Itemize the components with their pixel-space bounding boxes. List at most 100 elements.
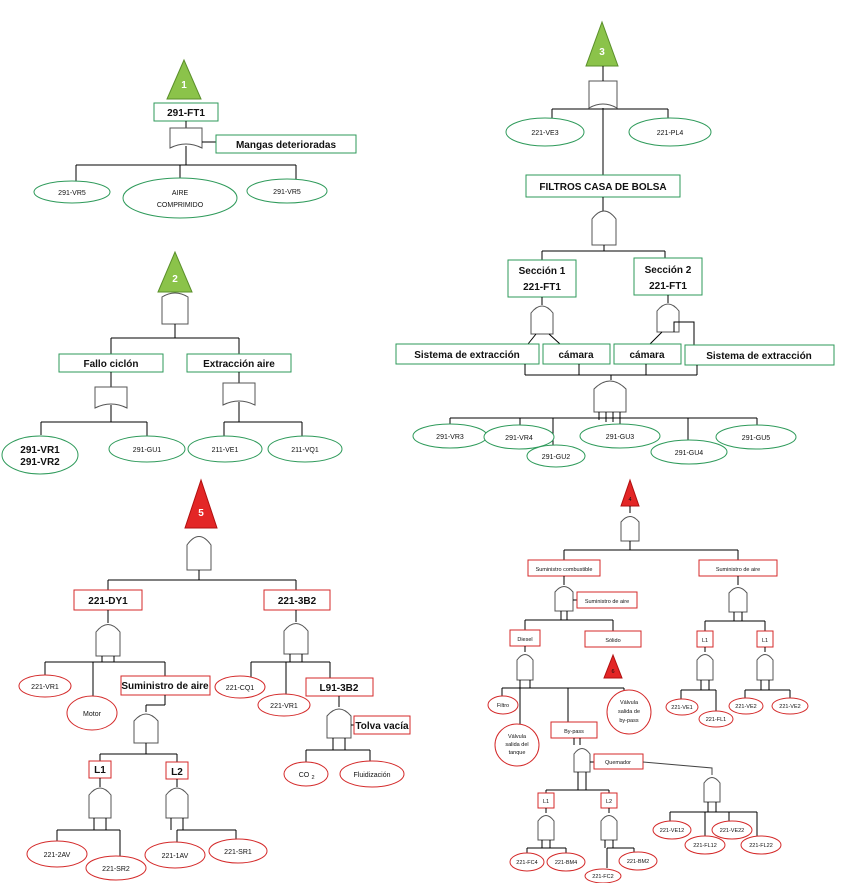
- tree3-section1-label-a: Sección 1: [519, 266, 566, 277]
- tree4-solido-label: Sólido: [605, 638, 620, 644]
- tree2-marker-triangle: [157, 250, 193, 293]
- tree4-comb-label: Suministro combustible: [536, 567, 593, 573]
- tree3-top-leaf-0-label: 221-VE3: [531, 130, 558, 137]
- tree3-bar-0-label: Sistema de extracción: [414, 350, 520, 361]
- tree5-l2-or-gate: [165, 787, 189, 819]
- tree3-top-leaf-0: [505, 117, 585, 147]
- tree5-leaf-motor: [66, 695, 118, 731]
- tree5-suministro-label: Suministro de aire: [121, 681, 209, 692]
- fault-tree-2: 2 Fallo ciclón Extracción aire 291-VR1 2…: [1, 250, 343, 475]
- tree4-l1b-label: L1: [762, 638, 768, 644]
- tree5-leaf-cq1-label: 221-CQ1: [226, 685, 255, 692]
- tree4-leaf-b4: [652, 820, 692, 840]
- tree3-bar-1-label: cámara: [558, 350, 593, 361]
- tree4-leaf-r2-label: 221-VE2: [735, 704, 756, 710]
- tree4-leaf-valv-tanque-label-b: salida del: [505, 742, 528, 748]
- fault-tree-5: 5 221-DY1 221-3B2 221-VR1 Motor Suminist…: [18, 478, 411, 881]
- tree5-right-label: 221-3B2: [278, 596, 317, 607]
- tree1-marker-label: 1: [181, 80, 187, 91]
- tree4-leaf-filtro: [487, 695, 519, 715]
- tree3-bar-3-label: Sistema de extracción: [706, 351, 812, 362]
- tree2-leaf-1-label: 291-GU1: [133, 447, 162, 454]
- tree4-leaf-b0-label: 221-FC4: [516, 860, 537, 866]
- tree4-leaf-b1: [546, 852, 586, 872]
- tree5-tolva-box: [353, 715, 411, 735]
- tree4-aire2-box: [576, 591, 638, 609]
- fault-tree-3: 3 221-VE3 221-PL4 FILTROS CASA DE BOLSA …: [395, 20, 835, 468]
- tree2-leaf-0-label-a: 291-VR1: [20, 445, 60, 456]
- tree3-leaf-2-label: 291-GU2: [542, 454, 571, 461]
- tree5-leaf-vr1-label: 221-VR1: [31, 684, 59, 691]
- tree3-bar-3: [684, 344, 835, 366]
- tree5-leaf-co2-subscript: 2: [311, 775, 314, 781]
- tree3-leaf-2: [526, 444, 586, 468]
- tree3-section2-and-gate: [656, 303, 680, 333]
- tree4-leaf-valv-tanque-label-c: tanque: [509, 750, 526, 756]
- tree4-leaf-r1-label: 221-FL1: [706, 717, 727, 723]
- tree4-bypass-label: By-pass: [564, 729, 584, 735]
- tree2-leaf-3: [267, 435, 343, 463]
- tree3-bottom-or-gate: [593, 380, 627, 413]
- tree5-leaf-co2: [283, 761, 329, 787]
- tree4-l2-or-gate: [600, 815, 618, 841]
- tree3-section1-and-gate: [530, 305, 554, 335]
- tree5-leaf-vr1b-label: 221-VR1: [270, 703, 298, 710]
- tree4-leaf-valv-bypass-label-c: by-pass: [619, 718, 639, 724]
- tree5-l1-or-gate: [88, 787, 112, 819]
- tree3-leaf-1-label: 291-VR4: [505, 435, 533, 442]
- tree4-l1c-label: L1: [543, 799, 549, 805]
- tree2-and-gate: [161, 292, 189, 325]
- tree4-quemador-label: Quemador: [605, 760, 631, 766]
- tree5-tolva-label: Tolva vacía: [355, 721, 409, 732]
- tree4-leaf-b2-label: 221-FC2: [592, 874, 613, 880]
- tree5-right-box: [263, 589, 331, 611]
- tree5-leaf-sr1: [208, 838, 268, 864]
- tree5-leaf-sr2-label: 221-SR2: [102, 866, 130, 873]
- tree1-or-gate: [169, 127, 203, 149]
- tree5-leaf-vr1b: [257, 693, 311, 717]
- tree3-section1-box: [507, 259, 577, 298]
- tree1-leaf-0-label: 291-VR5: [58, 190, 86, 197]
- tree3-leaf-5-label: 291-GU5: [742, 435, 771, 442]
- tree4-quemador-box: [593, 753, 644, 770]
- tree4-leaf-valv-bypass-label-b: salida de: [618, 709, 640, 715]
- fault-tree-4: 4 Suministro combustible Suministro de a…: [487, 478, 809, 883]
- tree2-leaf-0: [1, 435, 79, 475]
- tree5-leaf-cq1: [214, 675, 266, 699]
- tree4-l1a-or-gate: [696, 654, 714, 681]
- tree4-leaf-b7: [740, 835, 782, 855]
- tree1-leaf-1: [122, 177, 238, 219]
- tree5-leaf-vr1: [18, 674, 72, 698]
- tree3-leaf-3-label: 291-GU3: [606, 434, 635, 441]
- tree2-leaf-2: [187, 435, 263, 463]
- tree2-marker-label: 2: [172, 274, 178, 285]
- tree5-marker-triangle: [184, 478, 218, 529]
- tree2-leaf-1: [108, 435, 186, 463]
- tree5-l2-label: L2: [171, 767, 183, 778]
- tree2-right-or-gate: [222, 382, 256, 406]
- tree5-leaf-2av: [26, 840, 88, 868]
- tree3-leaf-4-label: 291-GU4: [675, 450, 704, 457]
- tree4-leaf-b5: [684, 835, 726, 855]
- tree4-aire2-label: Suministro de aire: [585, 599, 629, 605]
- tree3-bar-0: [395, 343, 540, 365]
- tree4-leaf-b6-label: 221-VE22: [720, 828, 744, 834]
- tree5-leaf-2av-label: 221-2AV: [44, 852, 71, 859]
- tree4-leaf-b3-label: 221-BM2: [627, 859, 649, 865]
- tree5-leaf-1av: [144, 841, 206, 869]
- tree5-leaf-sr1-label: 221-SR1: [224, 849, 252, 856]
- tree4-leaf-valv-tanque-label-a: Válvula: [508, 734, 527, 740]
- tree4-leaf-r2: [728, 697, 764, 715]
- tree5-leaf-co2-label: CO: [299, 772, 310, 779]
- tree4-quemador-or-gate: [703, 777, 721, 803]
- tree5-right-or-gate: [283, 623, 309, 655]
- tree4-aire-or-gate: [728, 587, 748, 613]
- tree5-l91-label: L91-3B2: [320, 683, 359, 694]
- tree3-leaf-1: [483, 424, 555, 450]
- tree3-leaf-0-label: 291-VR3: [436, 434, 464, 441]
- tree3-section2-label-a: Sección 2: [645, 265, 692, 276]
- tree5-left-label: 221-DY1: [88, 596, 128, 607]
- tree4-diesel-label: Diesel: [517, 637, 532, 643]
- tree5-top-or-gate: [186, 536, 212, 571]
- tree3-top-leaf-1-label: 221-PL4: [657, 130, 684, 137]
